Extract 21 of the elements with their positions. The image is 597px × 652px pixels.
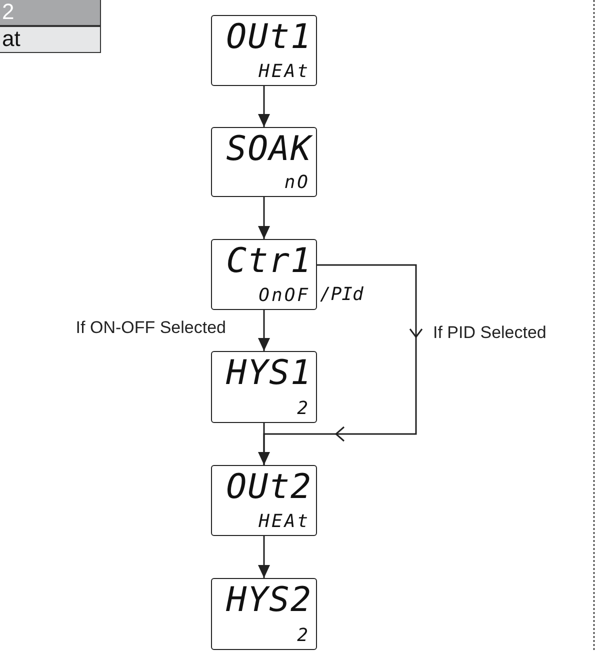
display-value: 2 (297, 398, 310, 420)
display-option: /PId (320, 284, 364, 306)
display-screen (211, 351, 317, 423)
display-readout: SOAK (225, 130, 312, 168)
display-readout: HYS1 (225, 354, 312, 392)
display-readout: OUt1 (225, 18, 312, 56)
display-value: HEAt (258, 61, 310, 83)
display-readout: Ctr1 (225, 242, 312, 280)
display-screen (211, 239, 317, 310)
display-screen (211, 578, 317, 650)
table-cell: 2 (0, 0, 101, 26)
display-screen (211, 15, 317, 86)
display-value: nO (284, 172, 310, 194)
display-readout: OUt2 (225, 468, 312, 506)
table-cell: at (0, 26, 101, 53)
display-value: OnOF (258, 285, 310, 307)
display-readout: HYS2 (225, 581, 312, 619)
display-value: HEAt (258, 511, 310, 533)
display-screen (211, 127, 317, 197)
display-screen (211, 465, 317, 536)
display-value: 2 (297, 625, 310, 647)
